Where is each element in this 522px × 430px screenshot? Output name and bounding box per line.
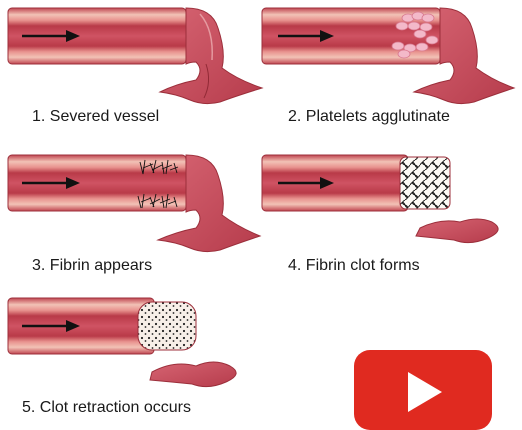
- step-5-caption: 5. Clot retraction occurs: [22, 399, 191, 417]
- retracted-clot: [138, 302, 196, 350]
- step-4-label: Fibrin clot forms: [306, 257, 420, 274]
- step-1-caption: 1. Severed vessel: [32, 108, 159, 126]
- play-icon: [354, 350, 492, 430]
- panel-3-fibrin-appears: [8, 155, 260, 252]
- panel-5-clot-retraction: [8, 298, 236, 387]
- fibrin-clot: [400, 157, 450, 209]
- step-1-number: 1.: [32, 108, 45, 125]
- panel-2-platelets-agglutinate: [262, 8, 514, 104]
- step-3-caption: 3. Fibrin appears: [32, 257, 152, 275]
- step-2-label: Platelets agglutinate: [306, 108, 450, 125]
- detached-vessel-flap: [416, 219, 498, 243]
- step-4-caption: 4. Fibrin clot forms: [288, 257, 420, 275]
- detached-vessel-flap: [150, 362, 236, 387]
- step-3-number: 3.: [32, 257, 45, 274]
- step-4-number: 4.: [288, 257, 301, 274]
- step-2-caption: 2. Platelets agglutinate: [288, 108, 450, 126]
- video-play-button[interactable]: [354, 350, 492, 430]
- step-1-label: Severed vessel: [50, 108, 159, 125]
- step-3-label: Fibrin appears: [50, 257, 152, 274]
- step-5-label: Clot retraction occurs: [40, 399, 191, 416]
- step-2-number: 2.: [288, 108, 301, 125]
- panel-4-fibrin-clot-forms: [262, 155, 498, 243]
- panel-1-severed-vessel: [8, 8, 262, 104]
- step-5-number: 5.: [22, 399, 35, 416]
